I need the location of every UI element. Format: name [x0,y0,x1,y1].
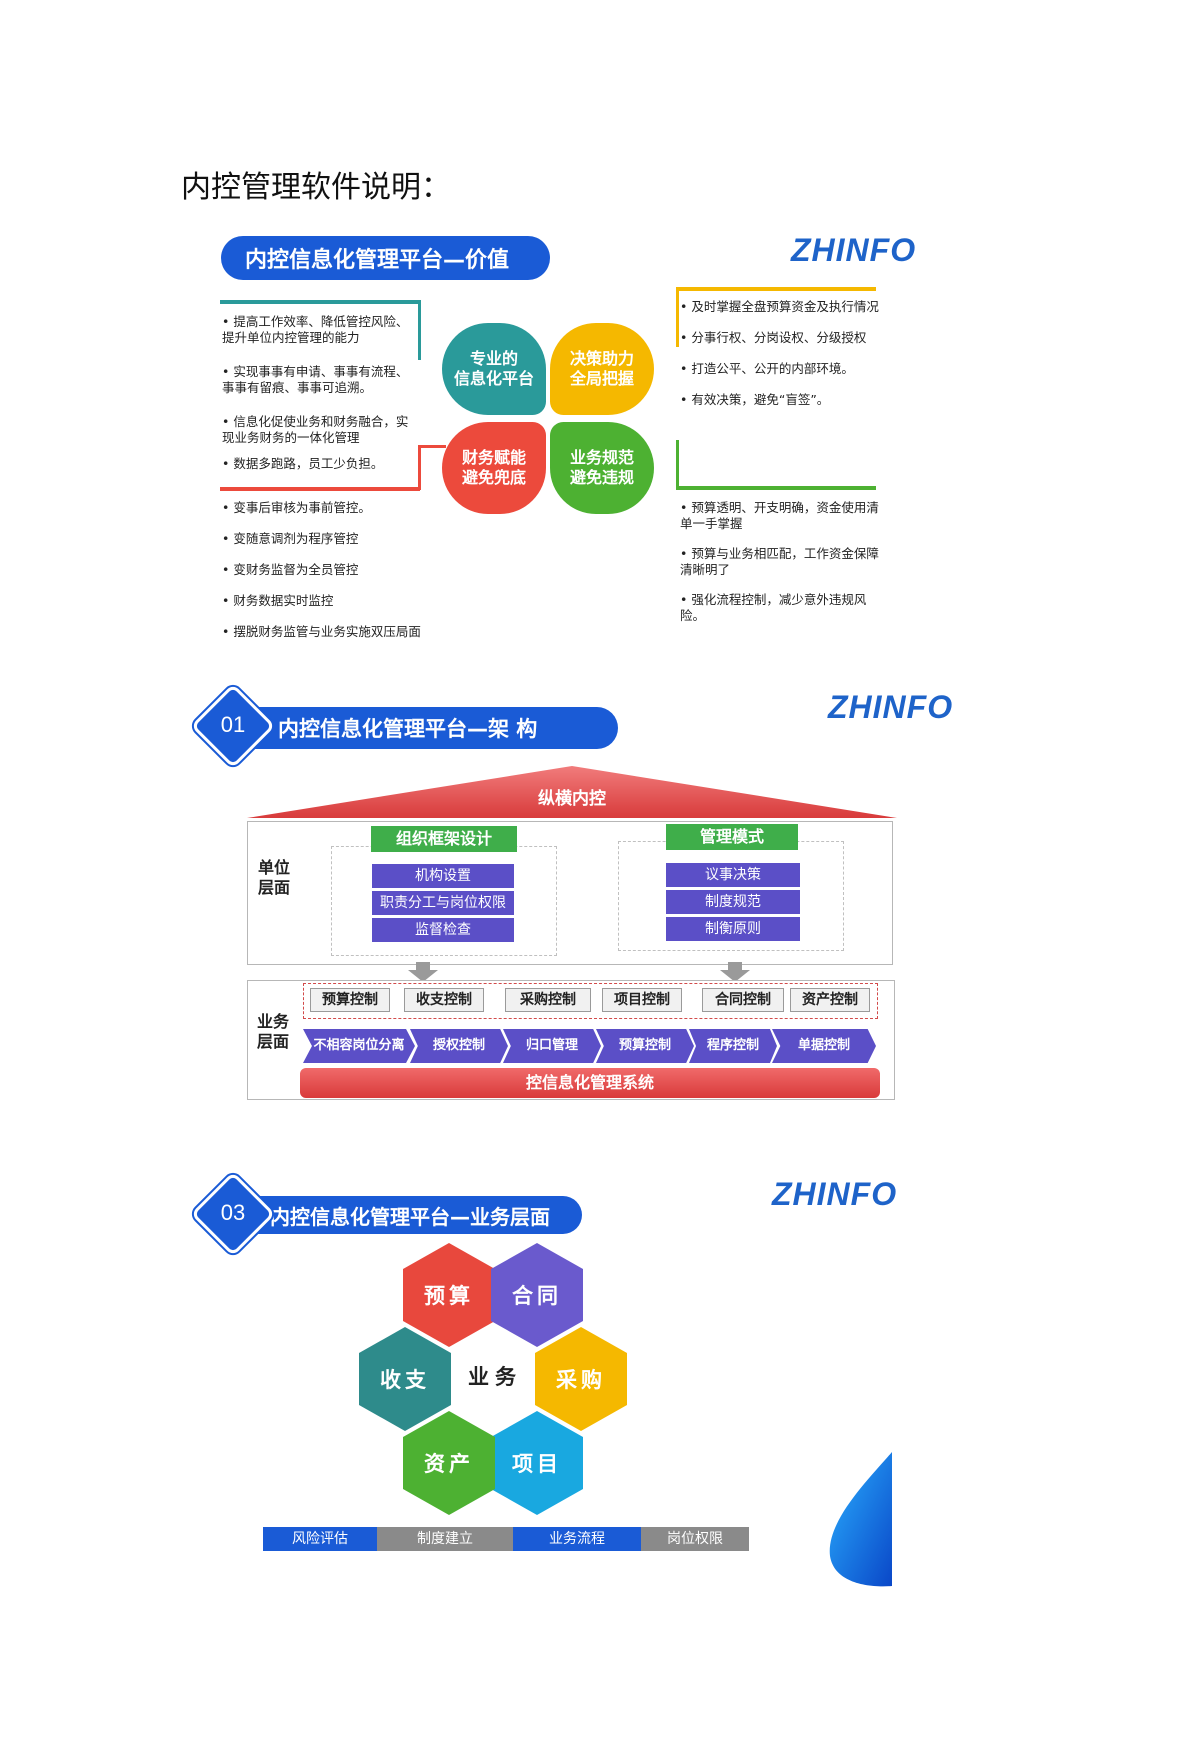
yellow-connector [676,287,679,347]
list-item: • 有效决策，避免“盲签”。 [680,392,830,407]
org-item: 职责分工与岗位权限 [372,891,514,915]
green-rule [676,486,876,490]
mgmt-item: 制度规范 [666,890,800,914]
list-item: • 提高工作效率、降低管控风险、提升单位内控管理的能力 [222,314,409,345]
system-bar: 控信息化管理系统 [300,1068,880,1098]
teal-rule [220,300,420,304]
down-arrow-icon [408,962,438,982]
zhinfo-logo: ZHINFO [791,232,917,268]
section2-banner: 内控信息化管理平台—架 构 [248,707,618,749]
blob-decision-support: 决策助力 全局把握 [550,323,654,415]
org-item: 机构设置 [372,864,514,888]
list-item: • 摆脱财务监管与业务实施双压局面 [222,624,421,639]
red-connector [418,445,421,490]
bottom-bar-item: 风险评估 [263,1527,377,1551]
teal-connector [418,300,421,360]
mgmt-item: 议事决策 [666,863,800,887]
blob-professional-platform: 专业的 信息化平台 [442,323,546,415]
list-item: • 分事行权、分岗设权、分级授权 [680,330,867,345]
left-top-list: • 提高工作效率、降低管控风险、提升单位内控管理的能力 • 实现事事有申请、事事… [222,314,422,484]
unit-level-label: 单位 层面 [258,858,291,897]
hex-budget: 预算 [403,1243,495,1347]
section3-banner: 内控信息化管理平台—业务层面 [246,1196,582,1234]
hex-asset: 资产 [403,1411,495,1515]
hex-project: 项目 [491,1411,583,1515]
right-bottom-list: • 预算透明、开支明确，资金使用清单一手掌握 • 预算与业务相匹配，工作资金保障… [680,500,890,623]
zhinfo-logo: ZHINFO [772,1176,898,1212]
red-connector-h [418,445,446,448]
chevron-step: 授权控制 [410,1029,508,1063]
roof-triangle [247,766,897,818]
section3-badge-number: 03 [220,1200,246,1225]
green-connector [676,440,679,488]
roof-label: 纵横内控 [538,789,606,809]
right-top-list: • 及时掌握全盘预算资金及执行情况 • 分事行权、分岗设权、分级授权 • 打造公… [680,299,890,419]
section2-badge-number: 01 [220,712,246,737]
blob-finance-empower: 财务赋能 避免兜底 [442,422,546,514]
bottom-bar-item: 制度建立 [377,1527,513,1551]
yellow-rule [676,287,876,291]
hex-purchase: 采购 [535,1327,627,1431]
list-item: • 信息化促使业务和财务融合，实现业务财务的一体化管理 [222,414,409,445]
control-item: 项目控制 [602,988,682,1012]
document-title: 内控管理软件说明： [181,170,451,205]
bottom-bar-item: 岗位权限 [641,1527,749,1551]
org-frame-heading: 组织框架设计 [371,826,517,852]
control-item: 采购控制 [505,988,591,1012]
left-bottom-list: • 变事后审核为事前管控。 • 变随意调剂为程序管控 • 变财务监督为全员管控 … [222,500,442,650]
chevron-step: 归口管理 [503,1029,601,1063]
chevron-step: 预算控制 [596,1029,694,1063]
control-item: 预算控制 [310,988,390,1012]
hex-contract: 合同 [491,1243,583,1347]
drop-shape [829,1452,892,1587]
org-item: 监督检查 [372,918,514,942]
center-label: 业务 [468,1365,522,1389]
list-item: • 预算与业务相匹配，工作资金保障清晰明了 [680,546,879,577]
list-item: • 及时掌握全盘预算资金及执行情况 [680,299,879,314]
chevron-step: 程序控制 [689,1029,777,1063]
list-item: • 实现事事有申请、事事有流程、事事有留痕、事事可追溯。 [222,364,409,395]
list-item: • 变随意调剂为程序管控 [222,531,359,546]
business-level-label: 业务 层面 [257,1012,290,1051]
list-item: • 数据多跑路，员工少负担。 [222,456,384,471]
list-item: • 变财务监督为全员管控 [222,562,359,577]
hex-income-expense: 收支 [359,1327,451,1431]
chevron-step: 不相容岗位分离 [303,1029,415,1063]
list-item: • 强化流程控制，减少意外违规风险。 [680,592,867,623]
bottom-bar-item: 业务流程 [513,1527,641,1551]
list-item: • 财务数据实时监控 [222,593,334,608]
zhinfo-logo: ZHINFO [828,689,954,725]
mgmt-item: 制衡原则 [666,917,800,941]
list-item: • 变事后审核为事前管控。 [222,500,371,515]
mgmt-mode-heading: 管理模式 [666,824,798,850]
control-item: 资产控制 [790,988,870,1012]
control-item: 收支控制 [404,988,484,1012]
section1-banner: 内控信息化管理平台—价值 [221,236,550,280]
controls-group [303,983,878,1019]
list-item: • 预算透明、开支明确，资金使用清单一手掌握 [680,500,879,531]
down-arrow-icon [720,962,750,982]
red-rule [220,487,420,491]
chevron-step: 单据控制 [772,1029,876,1063]
blob-business-standard: 业务规范 避免违规 [550,422,654,514]
list-item: • 打造公平、公开的内部环境。 [680,361,854,376]
control-item: 合同控制 [702,988,784,1012]
